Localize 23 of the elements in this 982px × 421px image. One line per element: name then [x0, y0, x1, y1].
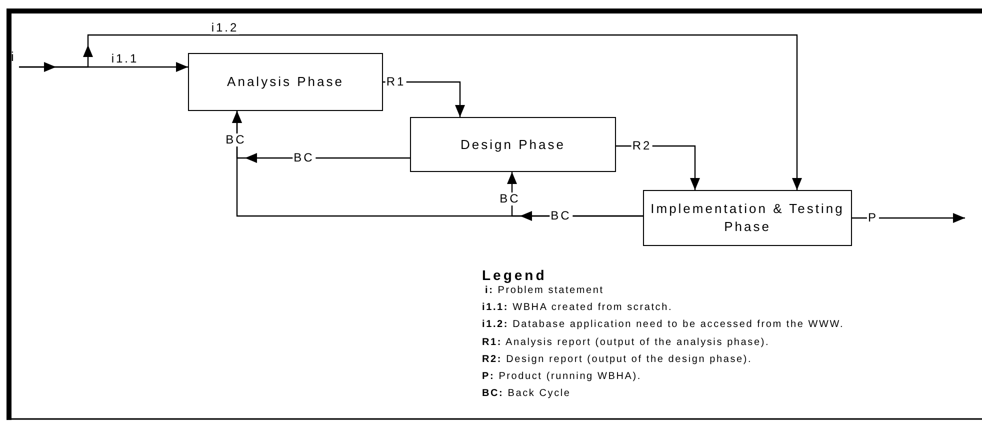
- legend-entry: i1.2: Database application need to be accessed from the WWW.: [482, 319, 844, 332]
- input-label: i: [11, 50, 19, 70]
- arrow: [383, 81, 465, 117]
- edge-label: R1: [385, 76, 407, 88]
- legend-entry: i1.1: WBHA created from scratch.: [482, 302, 673, 314]
- legend-entry: P: Product (running WBHA).: [482, 371, 642, 383]
- arrow: [232, 111, 643, 217]
- process-box: Implementation & Testing Phase: [643, 190, 852, 246]
- legend-entry: i: Problem statement: [485, 285, 604, 297]
- edge-label: i1.2: [210, 22, 240, 34]
- legend-title: Legend: [482, 268, 547, 283]
- edge-label: BC: [292, 152, 316, 164]
- process-box: Design Phase: [410, 117, 616, 172]
- legend-entry: R1: Analysis report (output of the analysis phase).: [482, 336, 770, 349]
- legend-entry: BC: Back Cycle: [482, 388, 571, 400]
- legend-entry: R2: Design report (output of the design phase).: [482, 354, 752, 366]
- arrow: [616, 145, 700, 190]
- arrow: [19, 34, 802, 190]
- edge-label: P: [867, 212, 879, 224]
- edge-label: R2: [631, 140, 653, 152]
- arrow: [852, 213, 965, 223]
- edge-label: BC: [550, 210, 572, 222]
- process-box: Analysis Phase: [188, 53, 383, 111]
